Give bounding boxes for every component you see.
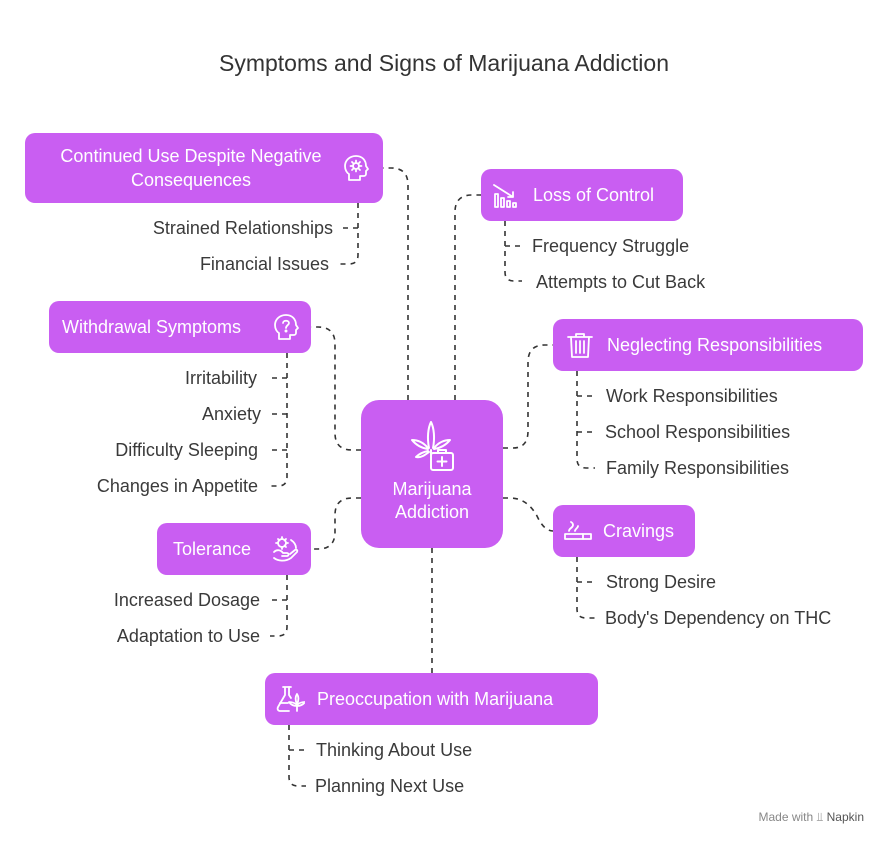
leaf-anxiety: Anxiety [201,404,261,424]
node-continued-use: Continued Use Despite Negative Consequen… [25,133,383,203]
node-tolerance: Tolerance [157,523,311,575]
footer-credit: Made with ⫫ Napkin [759,810,865,825]
cravings-label: Cravings [603,521,675,541]
leaf-irritability: Irritability [184,368,257,388]
withdrawal-label: Withdrawal Symptoms [62,317,242,337]
center-label-line1: Marijuana [392,479,472,499]
leaf-adaptation-to-use: Adaptation to Use [116,626,260,646]
node-preoccupation: Preoccupation with Marijuana [265,673,598,725]
leaf-thinking-about-use: Thinking About Use [316,740,473,760]
leaf-family-responsibilities: Family Responsibilities [606,458,790,478]
center-node: Marijuana Addiction [361,400,503,548]
brain-gear-icon [341,153,371,183]
continued-use-label-line1: Continued Use Despite Negative [60,146,322,166]
leaf-difficulty-sleeping: Difficulty Sleeping [115,440,258,460]
node-cravings: Cravings [553,505,695,557]
trash-icon [565,330,595,360]
tolerance-label: Tolerance [173,539,252,559]
smoking-icon [563,516,593,546]
cannabis-medical-icon [411,420,455,472]
leaf-attempts-to-cut-back: Attempts to Cut Back [536,272,706,292]
neglecting-label: Neglecting Responsibilities [607,335,823,355]
leaf-frequency-struggle: Frequency Struggle [532,236,690,256]
leaf-work-responsibilities: Work Responsibilities [606,386,778,406]
leaf-school-responsibilities: School Responsibilities [605,422,791,442]
continued-use-label-line2: Consequences [130,170,252,190]
center-label-line2: Addiction [394,502,470,522]
leaf-strong-desire: Strong Desire [606,572,717,592]
hands-virus-icon [271,534,301,564]
head-question-icon [271,312,301,342]
loss-of-control-label: Loss of Control [533,185,655,205]
napkin-logo-icon: ⫫ [816,810,824,824]
leaf-changes-in-appetite: Changes in Appetite [96,476,258,496]
chart-down-icon [491,180,521,210]
leaf-strained-relationships: Strained Relationships [152,218,333,238]
leaf-financial-issues: Financial Issues [199,254,329,274]
footer-brand: Napkin [826,810,864,824]
flask-leaf-icon [275,684,305,714]
footer-made-with: Made with [758,810,814,824]
leaf-body-dependency: Body's Dependency on THC [605,608,832,628]
preoccupation-label: Preoccupation with Marijuana [317,689,554,709]
diagram-title: Symptoms and Signs of Marijuana Addictio… [218,50,670,76]
node-neglecting-responsibilities: Neglecting Responsibilities [553,319,863,371]
node-loss-of-control: Loss of Control [481,169,683,221]
leaf-planning-next-use: Planning Next Use [315,776,465,796]
node-withdrawal-symptoms: Withdrawal Symptoms [49,301,311,353]
leaf-increased-dosage: Increased Dosage [113,590,260,610]
